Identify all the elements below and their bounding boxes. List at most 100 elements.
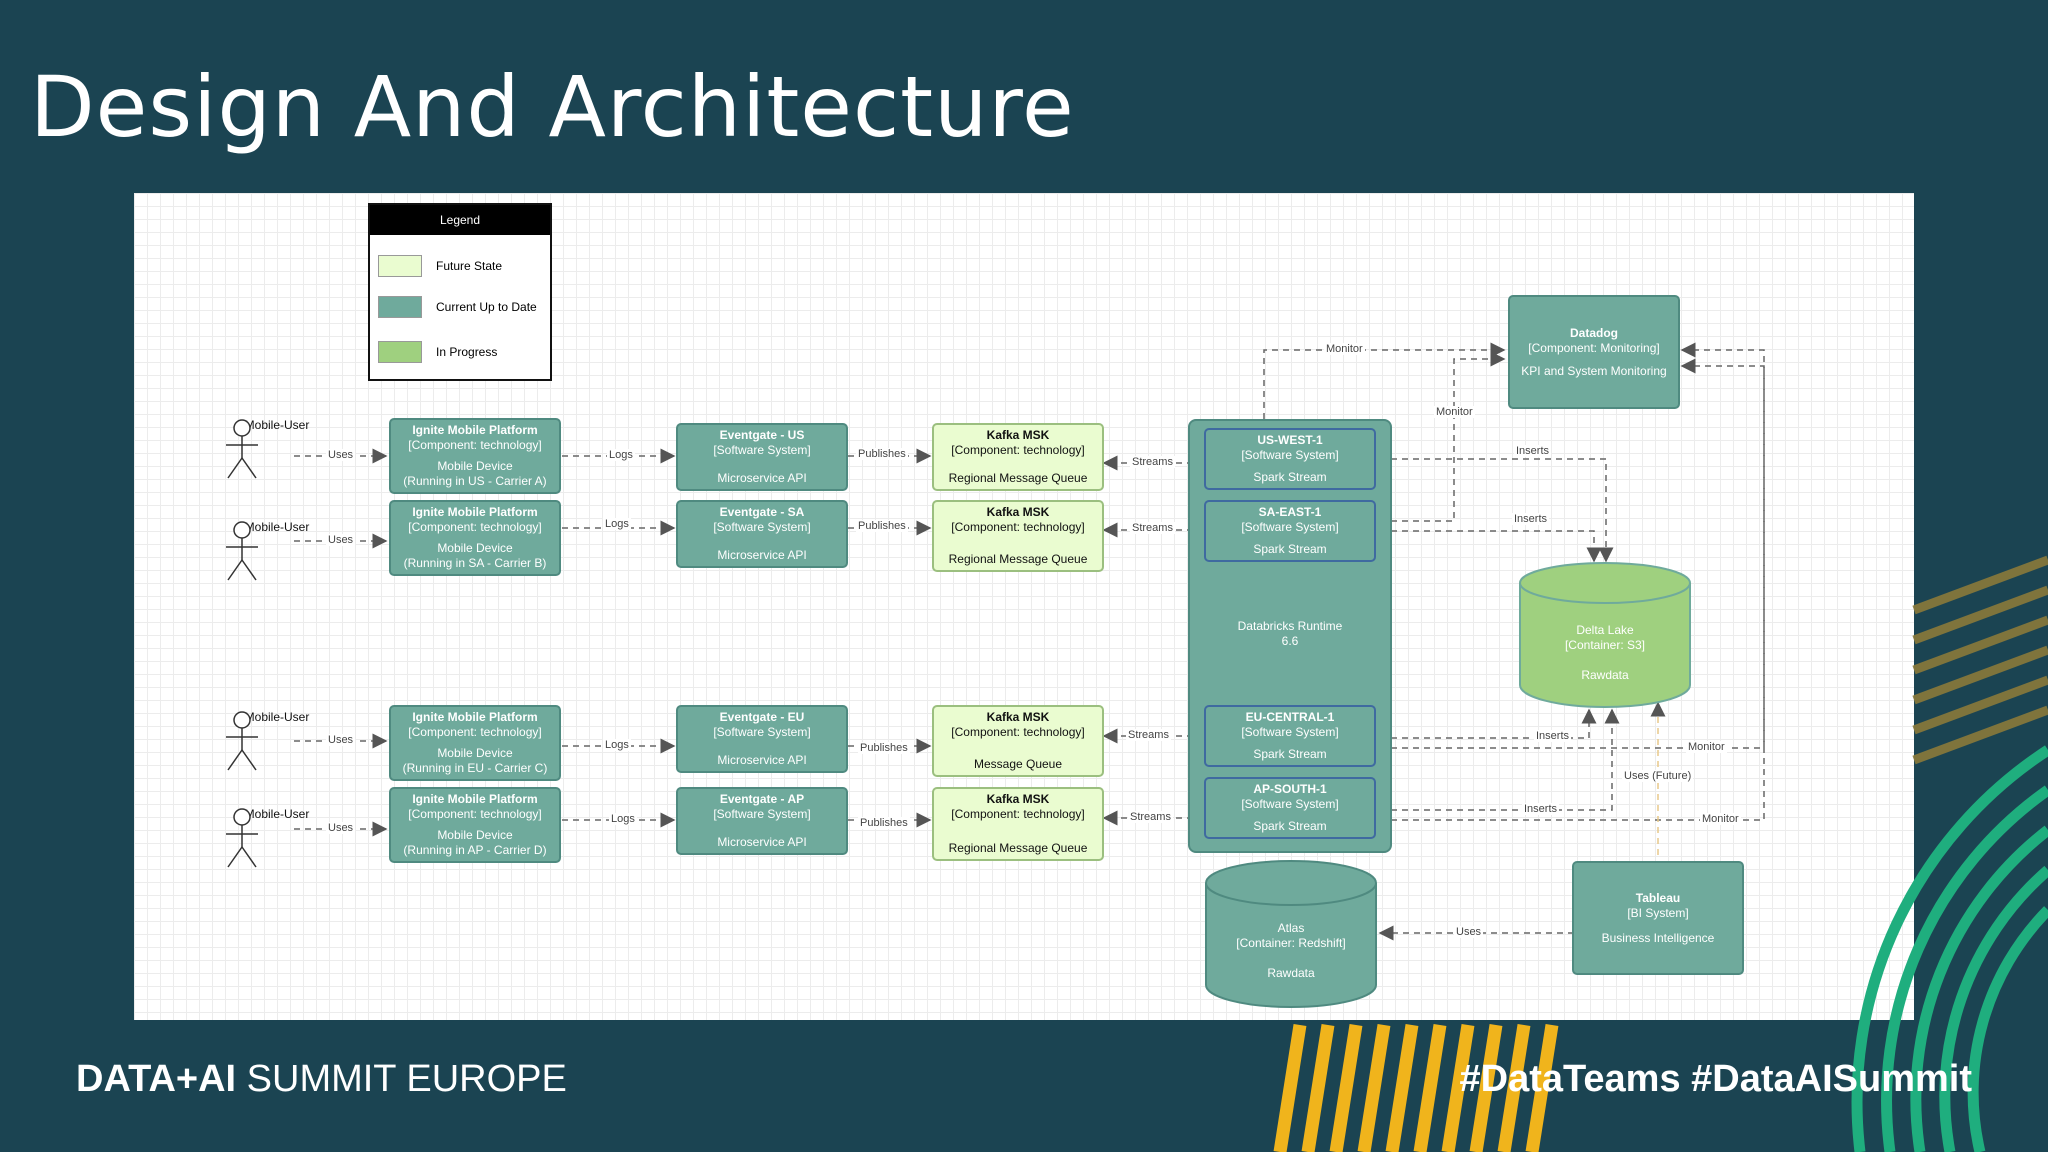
legend-label: Current Up to Date (436, 300, 537, 314)
box-desc: Microservice API (717, 753, 807, 767)
box-name: EU-CENTRAL-1 (1245, 710, 1335, 724)
spark-ap-south-1[interactable]: AP-SOUTH-1[Software System] Spark Stream (1204, 777, 1376, 839)
person-icon (226, 711, 258, 771)
box-desc: Regional Message Queue (948, 552, 1088, 566)
box-type: [BI System] (1627, 905, 1689, 920)
box-type: [Software System] (1241, 797, 1339, 811)
legend-item-current: Current Up to Date (378, 296, 537, 318)
edge-label-publishes: Publishes (858, 817, 910, 829)
tableau-box[interactable]: Tableau[BI System] Business Intelligence (1572, 861, 1744, 975)
delta-lake-cylinder[interactable]: Delta Lake [Container: S3] Rawdata (1518, 561, 1692, 709)
box-desc: KPI and System Monitoring (1521, 363, 1667, 378)
slide-title: Design And Architecture (30, 58, 1075, 156)
box-type: [Software System] (713, 807, 811, 821)
spark-us-west-1[interactable]: US-WEST-1[Software System] Spark Stream (1204, 428, 1376, 490)
spark-eu-central-1[interactable]: EU-CENTRAL-1[Software System] Spark Stre… (1204, 705, 1376, 767)
box-desc: Mobile Device (437, 459, 513, 473)
box-type: [Software System] (1241, 448, 1339, 462)
edge-label-logs: Logs (603, 739, 631, 751)
brand-rest: SUMMIT EUROPE (236, 1058, 567, 1100)
legend-label: In Progress (436, 345, 498, 359)
brand-bold: DATA+AI (76, 1058, 237, 1100)
edge-label-streams: Streams (1128, 811, 1173, 823)
legend-item-future: Future State (378, 255, 502, 277)
box-type: [Component: technology] (408, 807, 542, 821)
edge-label-uses: Uses (326, 822, 356, 834)
spark-sa-east-1[interactable]: SA-EAST-1[Software System] Spark Stream (1204, 500, 1376, 562)
edge-label-logs: Logs (603, 518, 631, 530)
footer-brand: DATA+AI SUMMIT EUROPE (76, 1058, 567, 1101)
person-icon (226, 521, 258, 581)
box-type: [Component: technology] (408, 725, 542, 739)
actor-label: Mobile-User (244, 807, 310, 821)
box-name: Delta Lake (1576, 623, 1634, 637)
edge-label-inserts: Inserts (1514, 445, 1552, 457)
box-desc: Regional Message Queue (948, 471, 1088, 485)
box-name: Atlas (1277, 921, 1305, 935)
edge-label-publishes: Publishes (856, 520, 908, 532)
box-type: [Component: Monitoring] (1528, 340, 1660, 355)
legend-item-progress: In Progress (378, 341, 497, 363)
footer-hashtags: #DataTeams #DataAISummit (1459, 1058, 1972, 1100)
edge-label-monitor: Monitor (1324, 343, 1365, 355)
datadog-box[interactable]: Datadog[Component: Monitoring] KPI and S… (1508, 295, 1680, 409)
box-type: [Container: Redshift] (1236, 936, 1346, 950)
kafka-msk-sa[interactable]: Kafka MSK[Component: technology] Regiona… (932, 500, 1104, 572)
edge-label-publishes: Publishes (858, 742, 910, 754)
eventgate-sa[interactable]: Eventgate - SA[Software System] Microser… (676, 500, 848, 568)
box-name: SA-EAST-1 (1258, 505, 1322, 519)
box-name: Kafka MSK (986, 428, 1050, 442)
box-name: AP-SOUTH-1 (1253, 782, 1327, 796)
box-desc: Mobile Device (437, 541, 513, 555)
eventgate-eu[interactable]: Eventgate - EU[Software System] Microser… (676, 705, 848, 773)
box-type: [Software System] (713, 520, 811, 534)
edge-label-uses-future: Uses (Future) (1622, 770, 1694, 782)
connector-layer (294, 342, 1765, 941)
edge-label-logs: Logs (609, 813, 637, 825)
ignite-platform-us[interactable]: Ignite Mobile Platform[Component: techno… (389, 418, 561, 494)
edge-label-inserts: Inserts (1512, 513, 1550, 525)
edge-label-streams: Streams (1130, 456, 1175, 468)
box-name: Ignite Mobile Platform (412, 792, 538, 806)
box-name: Kafka MSK (986, 505, 1050, 519)
box-type: [Component: technology] (951, 807, 1085, 821)
cylinder-shape (1519, 562, 1691, 708)
box-desc: Spark Stream (1253, 470, 1327, 484)
kafka-msk-ap[interactable]: Kafka MSK[Component: technology] Regiona… (932, 787, 1104, 861)
box-name: US-WEST-1 (1257, 433, 1323, 447)
ignite-platform-eu[interactable]: Ignite Mobile Platform[Component: techno… (389, 705, 561, 781)
mobile-user-actor: Mobile-User (222, 710, 332, 771)
cylinder-text: Delta Lake [Container: S3] Rawdata (1518, 623, 1692, 683)
box-name: Datadog (1570, 325, 1618, 340)
legend: Legend Future State Current Up to Date I… (368, 203, 552, 381)
actor-label: Mobile-User (244, 418, 310, 432)
ignite-platform-sa[interactable]: Ignite Mobile Platform[Component: techno… (389, 500, 561, 576)
eventgate-us[interactable]: Eventgate - US[Software System] Microser… (676, 423, 848, 491)
box-name: Eventgate - EU (719, 710, 805, 724)
kafka-msk-us[interactable]: Kafka MSK[Component: technology] Regiona… (932, 423, 1104, 491)
mobile-user-actor: Mobile-User (222, 418, 332, 479)
box-note: (Running in EU - Carrier C) (402, 761, 548, 775)
box-type: [Component: technology] (408, 520, 542, 534)
box-type: [Component: technology] (951, 520, 1085, 534)
kafka-msk-eu[interactable]: Kafka MSK[Component: technology] Message… (932, 705, 1104, 777)
box-name: Kafka MSK (986, 792, 1050, 806)
box-desc: Message Queue (973, 757, 1063, 771)
person-icon (226, 808, 258, 868)
eventgate-ap[interactable]: Eventgate - AP[Software System] Microser… (676, 787, 848, 855)
legend-title: Legend (370, 205, 550, 235)
mobile-user-actor: Mobile-User (222, 520, 332, 581)
box-name: Eventgate - AP (719, 792, 805, 806)
edge-label-uses: Uses (1454, 926, 1484, 938)
runtime-line1: Databricks Runtime (1237, 619, 1343, 633)
box-desc: Rawdata (1581, 668, 1629, 682)
architecture-diagram: Legend Future State Current Up to Date I… (134, 193, 1914, 1020)
box-name: Tableau (1635, 890, 1681, 905)
ignite-platform-ap[interactable]: Ignite Mobile Platform[Component: techno… (389, 787, 561, 863)
atlas-cylinder[interactable]: Atlas [Container: Redshift] Rawdata (1204, 859, 1378, 1009)
box-desc: Mobile Device (437, 746, 513, 760)
edge-label-inserts: Inserts (1522, 803, 1560, 815)
box-desc: Regional Message Queue (948, 841, 1088, 855)
box-type: [Software System] (713, 443, 811, 457)
cylinder-text: Atlas [Container: Redshift] Rawdata (1204, 921, 1378, 981)
